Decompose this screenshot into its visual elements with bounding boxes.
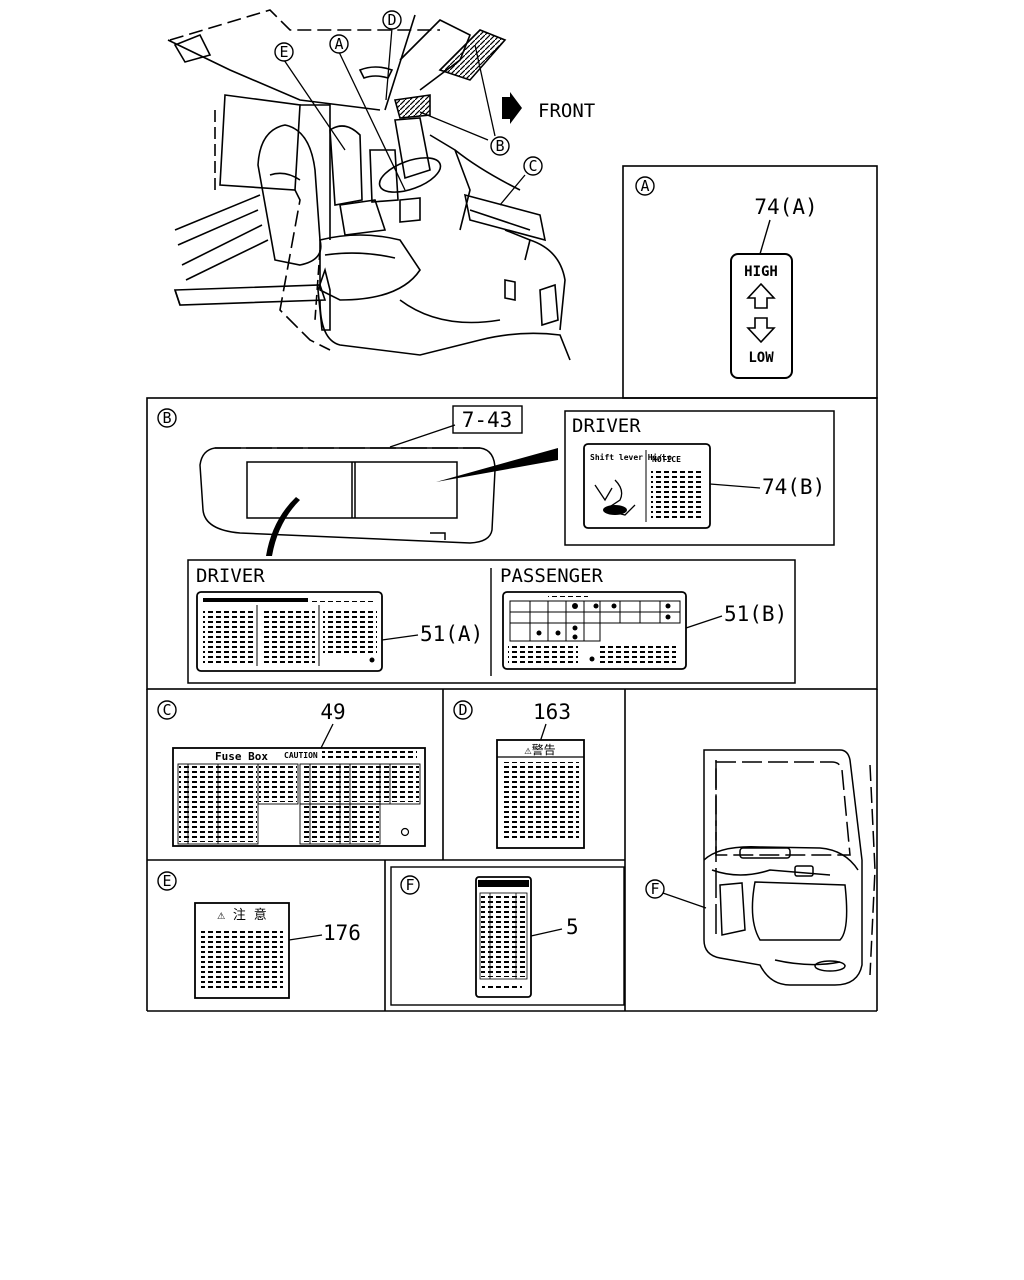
door-illustration: [703, 749, 876, 986]
front-label: FRONT: [538, 100, 595, 122]
callout-d: D: [382, 10, 402, 30]
panel-f-letter: F: [405, 876, 414, 894]
callout-c-text: C: [528, 157, 537, 175]
passenger-part-number: 51(B): [724, 602, 787, 626]
cab-interior-illustration: [167, 9, 571, 361]
panel-b-letter: B: [162, 409, 171, 427]
callout-b: B: [490, 136, 510, 156]
driver-title: DRIVER: [196, 565, 265, 587]
panel-d-heading: ⚠警告: [524, 742, 555, 757]
panel-f-part-number: 5: [566, 915, 579, 939]
callout-b-text: B: [495, 137, 504, 155]
low-text: LOW: [748, 350, 774, 366]
callout-a-text: A: [334, 35, 343, 53]
passenger-title: PASSENGER: [500, 565, 604, 587]
panel-f: F 5: [390, 866, 625, 1006]
visor-part-box: [452, 405, 523, 434]
high-text: HIGH: [744, 264, 778, 280]
panel-c: C 49 Fuse Box CAUTION: [157, 700, 426, 847]
driver-part-number: 51(A): [420, 622, 483, 646]
notice-part-number: 74(B): [762, 475, 825, 499]
svg-text:Shift lever Hi/Lo: Shift lever Hi/Lo: [590, 452, 672, 462]
front-arrow: FRONT: [502, 92, 595, 124]
high-low-label: [730, 253, 793, 379]
notice-heading: NOTICE: [652, 455, 681, 464]
callout-d-text: D: [387, 11, 396, 29]
panel-c-part-number: 49: [320, 700, 345, 724]
panel-b: B 7-43 DRIVER Shift lever Hi/Lo NOTICE 7…: [157, 405, 835, 684]
panel-c-letter: C: [162, 701, 171, 719]
panel-d-part-number: 163: [533, 700, 571, 724]
panel-e-heading: ⚠ 注 意: [217, 907, 266, 923]
panel-d: D 163 ⚠警告: [453, 700, 585, 849]
panel-e-part-number: 176: [323, 921, 361, 945]
callout-e-text: E: [279, 43, 288, 61]
panel-e: E ⚠ 注 意 176: [157, 871, 361, 999]
door-callout-f: F: [645, 879, 707, 909]
pointer-to-driver: [266, 497, 300, 556]
pointer-to-notice: [436, 448, 558, 482]
overview-leaders: [283, 27, 526, 206]
driver-inset-title: DRIVER: [572, 415, 641, 437]
door-callout-f-text: F: [650, 880, 659, 898]
panel-a: A 74(A) HIGH LOW: [635, 176, 818, 379]
fuse-box-title: Fuse Box: [215, 750, 268, 763]
panel-frames: [146, 165, 878, 1012]
down-arrow-icon: [746, 317, 776, 344]
callout-c: C: [523, 156, 543, 176]
panel-a-letter: A: [640, 177, 649, 195]
panel-a-part-number: 74(A): [754, 195, 817, 219]
callout-a: A: [329, 34, 349, 54]
visor-part-number: 7-43: [462, 408, 513, 432]
up-arrow-icon: [746, 282, 776, 309]
caution-text: CAUTION: [284, 751, 318, 760]
callout-e: E: [274, 42, 294, 62]
sun-visor: [199, 447, 496, 544]
panel-d-letter: D: [458, 701, 467, 719]
panel-e-letter: E: [162, 872, 171, 890]
